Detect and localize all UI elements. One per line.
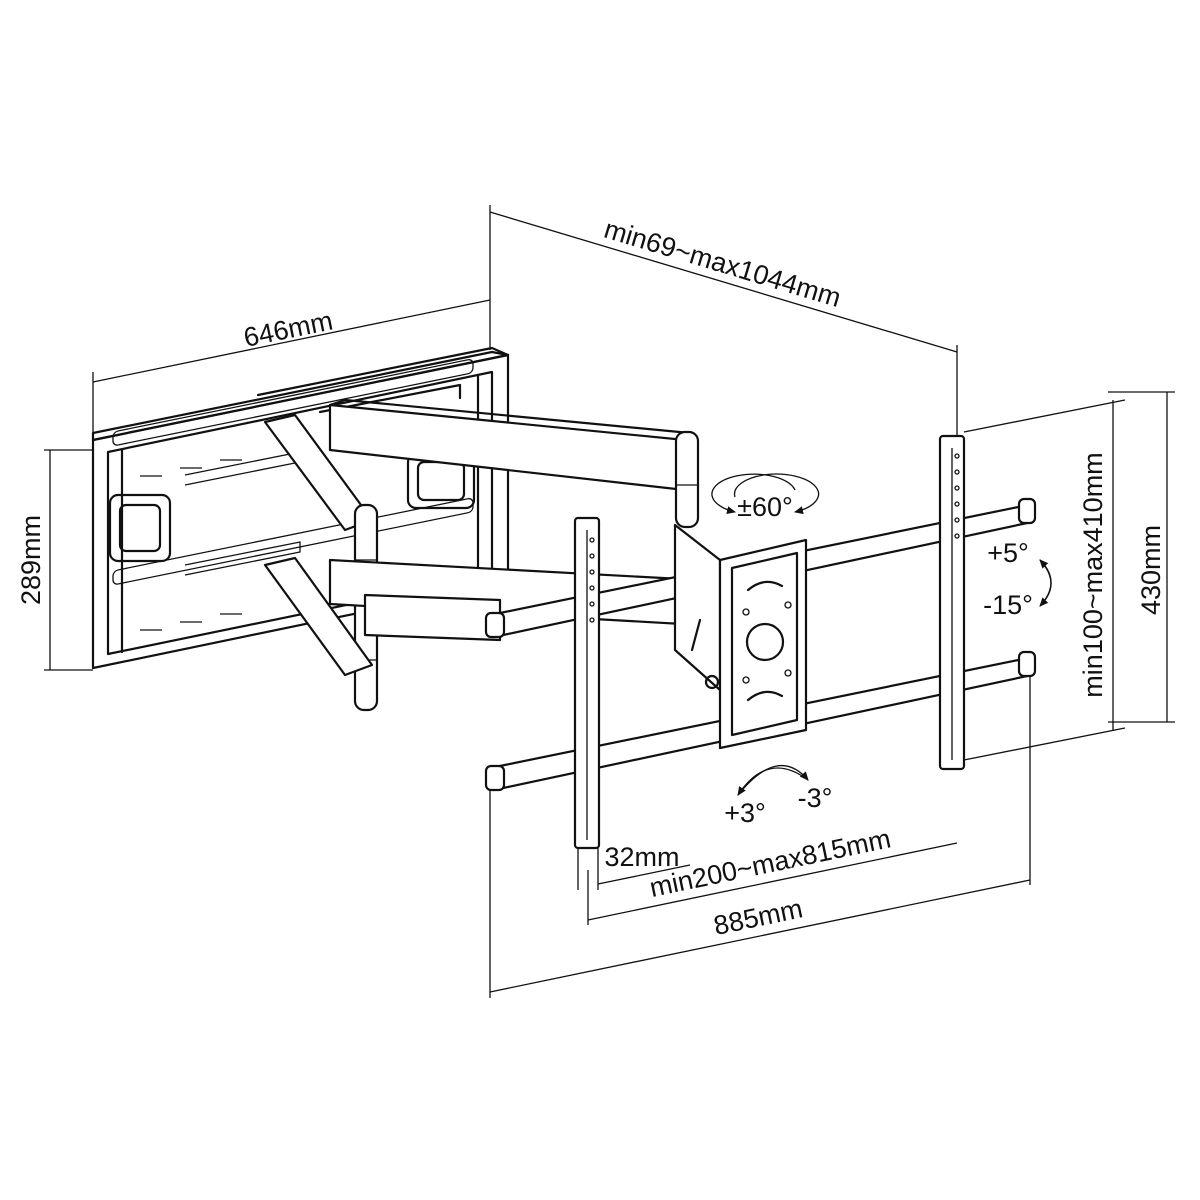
label-rotate-plus: +3°: [724, 798, 766, 828]
label-wall-plate-width: 646mm: [241, 305, 335, 352]
vertical-brackets: [573, 434, 966, 850]
label-bracket-width: 885mm: [711, 893, 805, 941]
rotation-indicators: [711, 473, 1052, 796]
label-arm-width: 32mm: [604, 842, 679, 872]
label-rotate-minus: -3°: [798, 783, 833, 813]
label-extension: min69~max1044mm: [601, 214, 845, 313]
label-vertical-hole-spacing: min100~max410mm: [1078, 452, 1108, 697]
label-wall-plate-height: 289mm: [16, 515, 46, 605]
label-tilt-down: -15°: [983, 590, 1033, 620]
label-tilt-up: +5°: [987, 538, 1029, 568]
label-swivel: ±60°: [737, 492, 793, 522]
dimension-lines: [44, 205, 1175, 998]
tilt-head: [673, 523, 808, 750]
label-hole-spacing-horizontal: min200~max815mm: [647, 823, 893, 903]
label-bracket-height: 430mm: [1136, 525, 1166, 615]
